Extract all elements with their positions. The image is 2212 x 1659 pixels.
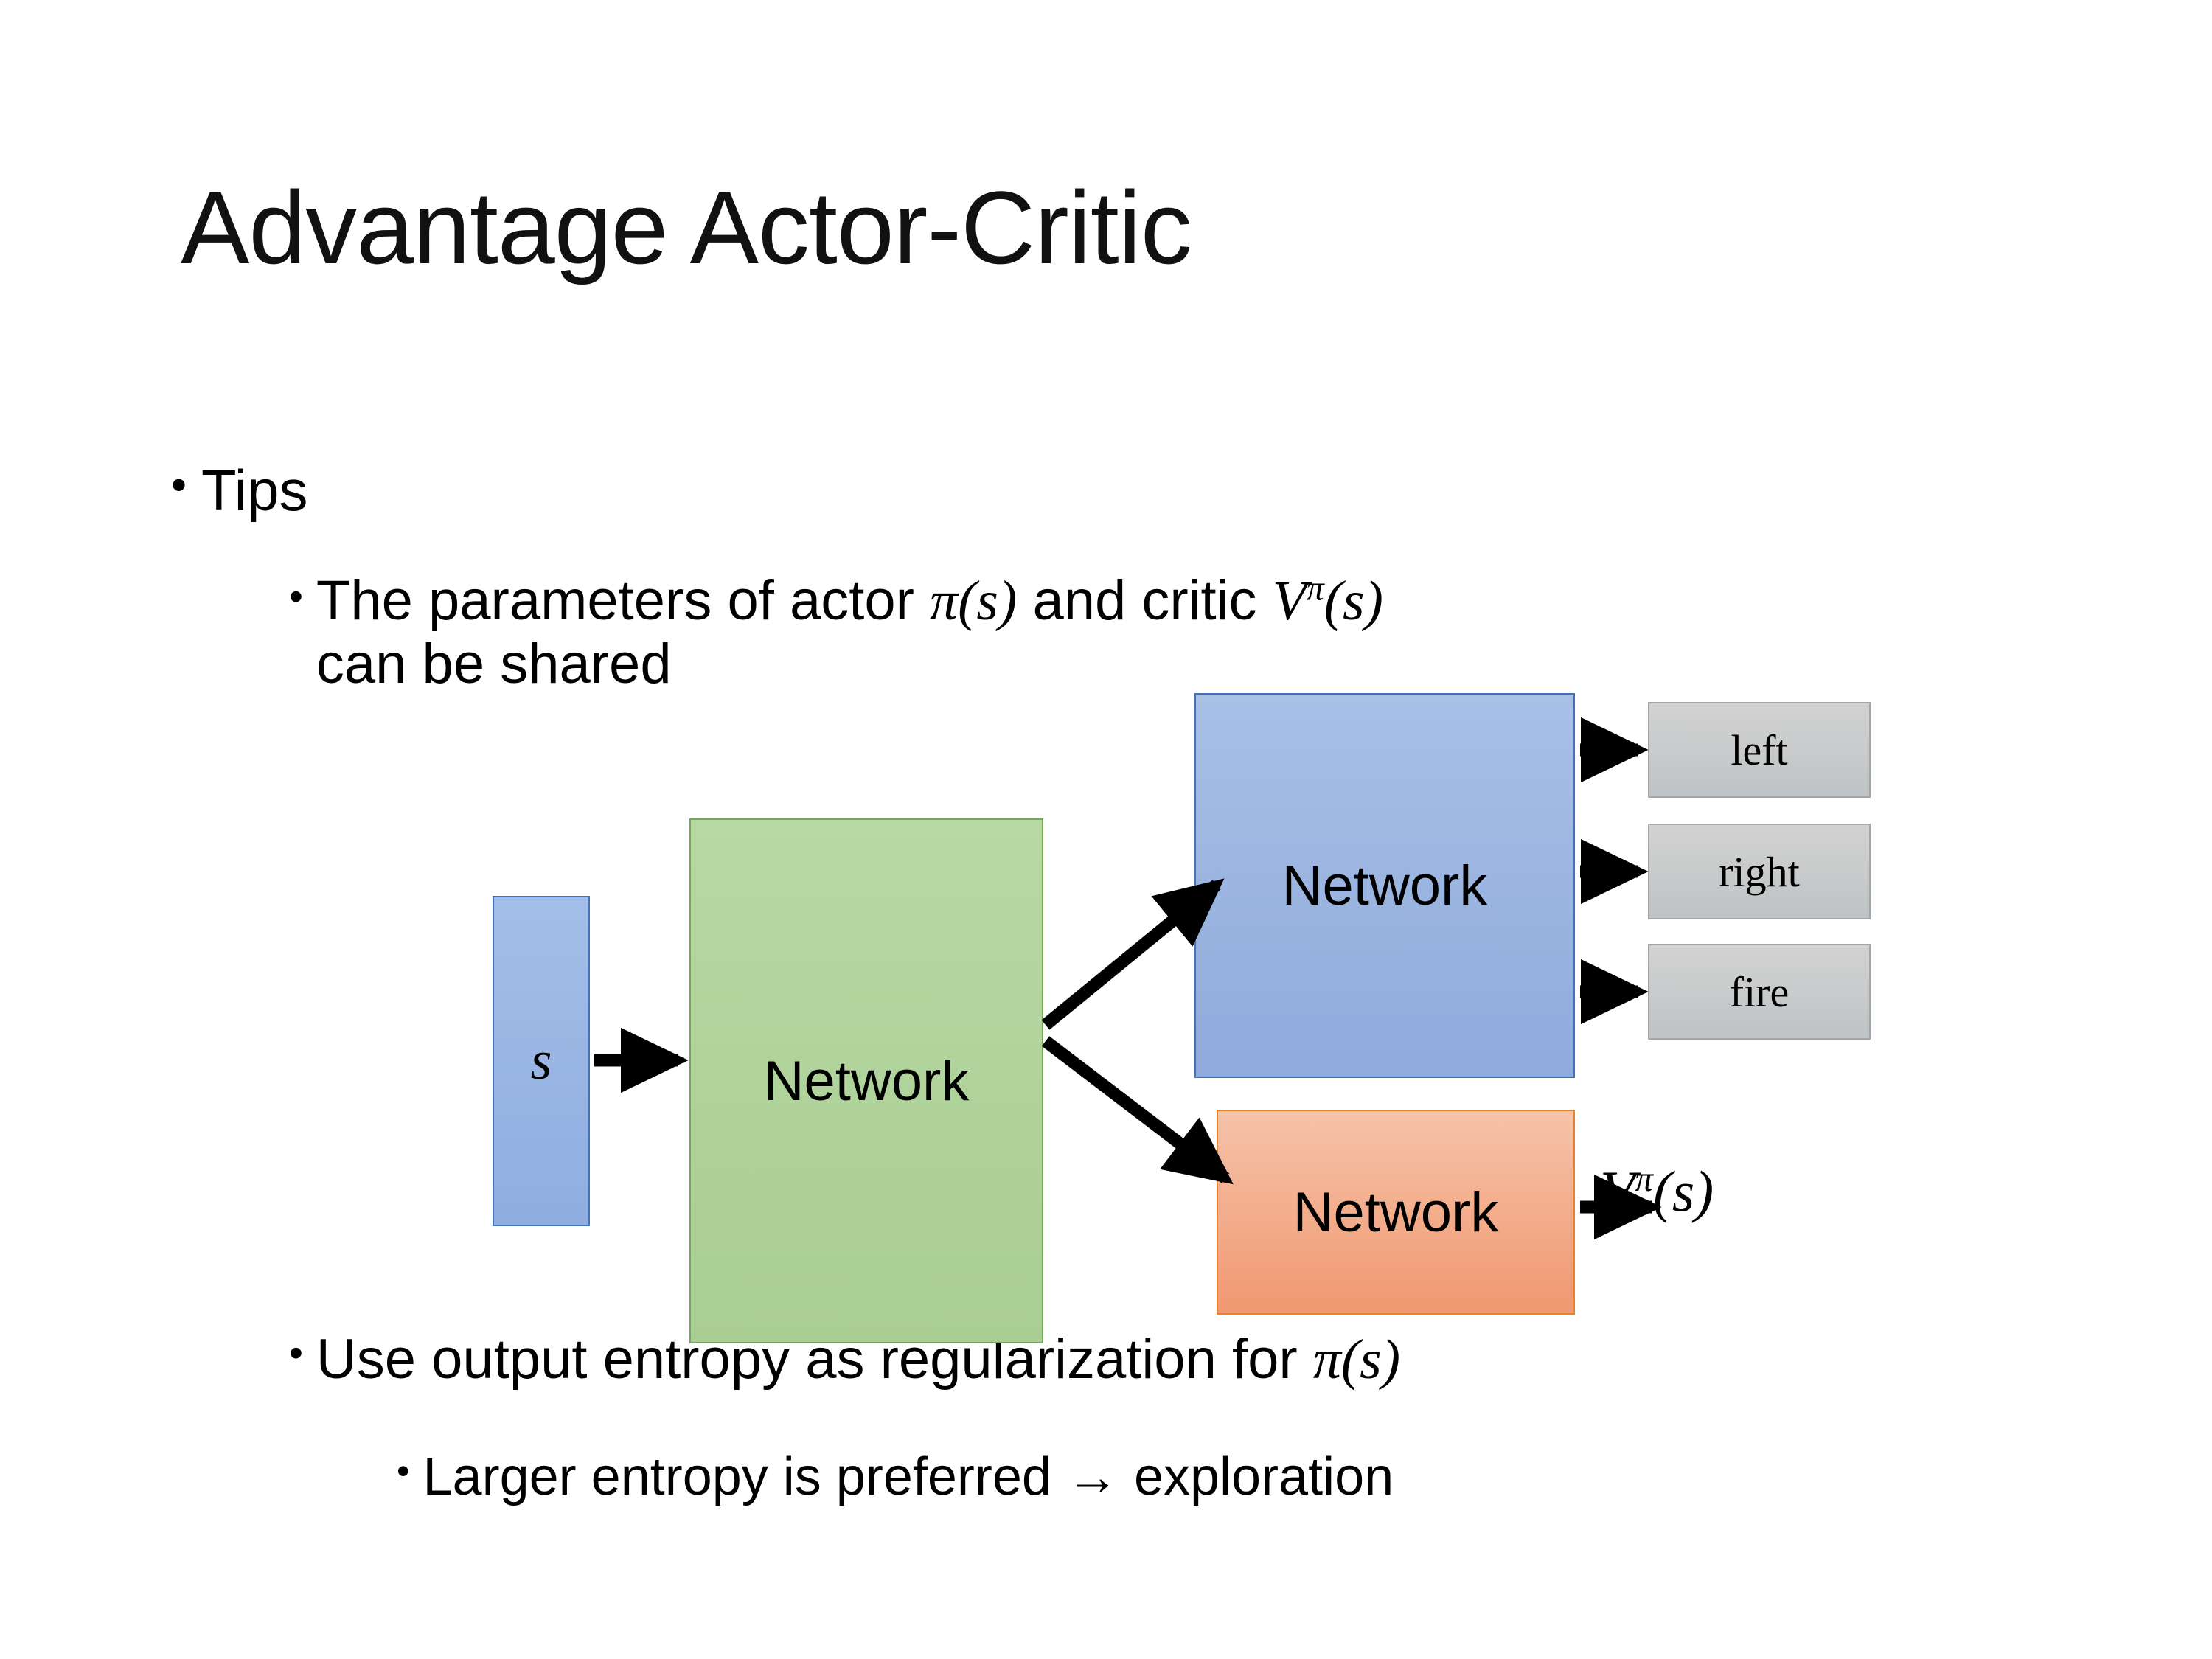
- actor-network-label: Network: [1281, 854, 1488, 917]
- action-output-left-label: left: [1731, 726, 1788, 774]
- math-v-argument: (s): [1324, 570, 1383, 632]
- action-output-right-label: right: [1719, 847, 1800, 896]
- bullet-tips-label: Tips: [201, 458, 308, 523]
- state-input-box: s: [493, 896, 590, 1226]
- bullet-entropy-regularization: • Use output entropy as regularization f…: [289, 1327, 1400, 1392]
- math-v-symbol: V: [1272, 570, 1307, 632]
- state-input-label: s: [530, 1030, 552, 1091]
- bullet-shared-text-mid: and critic: [1017, 569, 1273, 632]
- bullet-marker-icon: •: [171, 460, 187, 509]
- arrow-shared-to-actor: [1041, 878, 1225, 1030]
- bullet-marker-icon: •: [289, 574, 303, 619]
- bullet-tips: • Tips: [171, 457, 307, 524]
- bullet-marker-icon: •: [397, 1450, 410, 1492]
- shared-network-label: Network: [763, 1049, 970, 1113]
- critic-v-superscript-pi: π: [1635, 1160, 1653, 1199]
- bullet-shared-parameters: • The parameters of actor π(s) and criti…: [289, 569, 1383, 695]
- critic-output-value-label: Vπ(s): [1600, 1158, 1714, 1225]
- math-pi-of-s: π(s): [930, 570, 1018, 632]
- action-output-fire-label: fire: [1729, 967, 1790, 1016]
- math-pi-of-s: π(s): [1312, 1329, 1401, 1391]
- bullet-larger-entropy: • Larger entropy is preferred → explorat…: [397, 1447, 1394, 1507]
- bullet-larger-text: Larger entropy is preferred → exploratio…: [422, 1447, 1394, 1506]
- critic-v-argument: (s): [1652, 1159, 1714, 1223]
- bullet-shared-line2: can be shared: [316, 633, 672, 696]
- bullet-shared-text-pre: The parameters of actor: [316, 569, 931, 632]
- critic-network-box: Network: [1217, 1110, 1575, 1315]
- math-v-superscript-pi: π: [1307, 569, 1324, 608]
- critic-v-symbol: V: [1600, 1159, 1635, 1223]
- page-title: Advantage Actor-Critic: [181, 170, 1192, 285]
- shared-network-box: Network: [689, 818, 1043, 1343]
- bullet-marker-icon: •: [289, 1331, 303, 1375]
- actor-network-box: Network: [1194, 693, 1575, 1078]
- action-output-right: right: [1648, 824, 1871, 919]
- action-output-left: left: [1648, 702, 1871, 798]
- action-output-fire: fire: [1648, 944, 1871, 1040]
- critic-network-label: Network: [1293, 1180, 1499, 1244]
